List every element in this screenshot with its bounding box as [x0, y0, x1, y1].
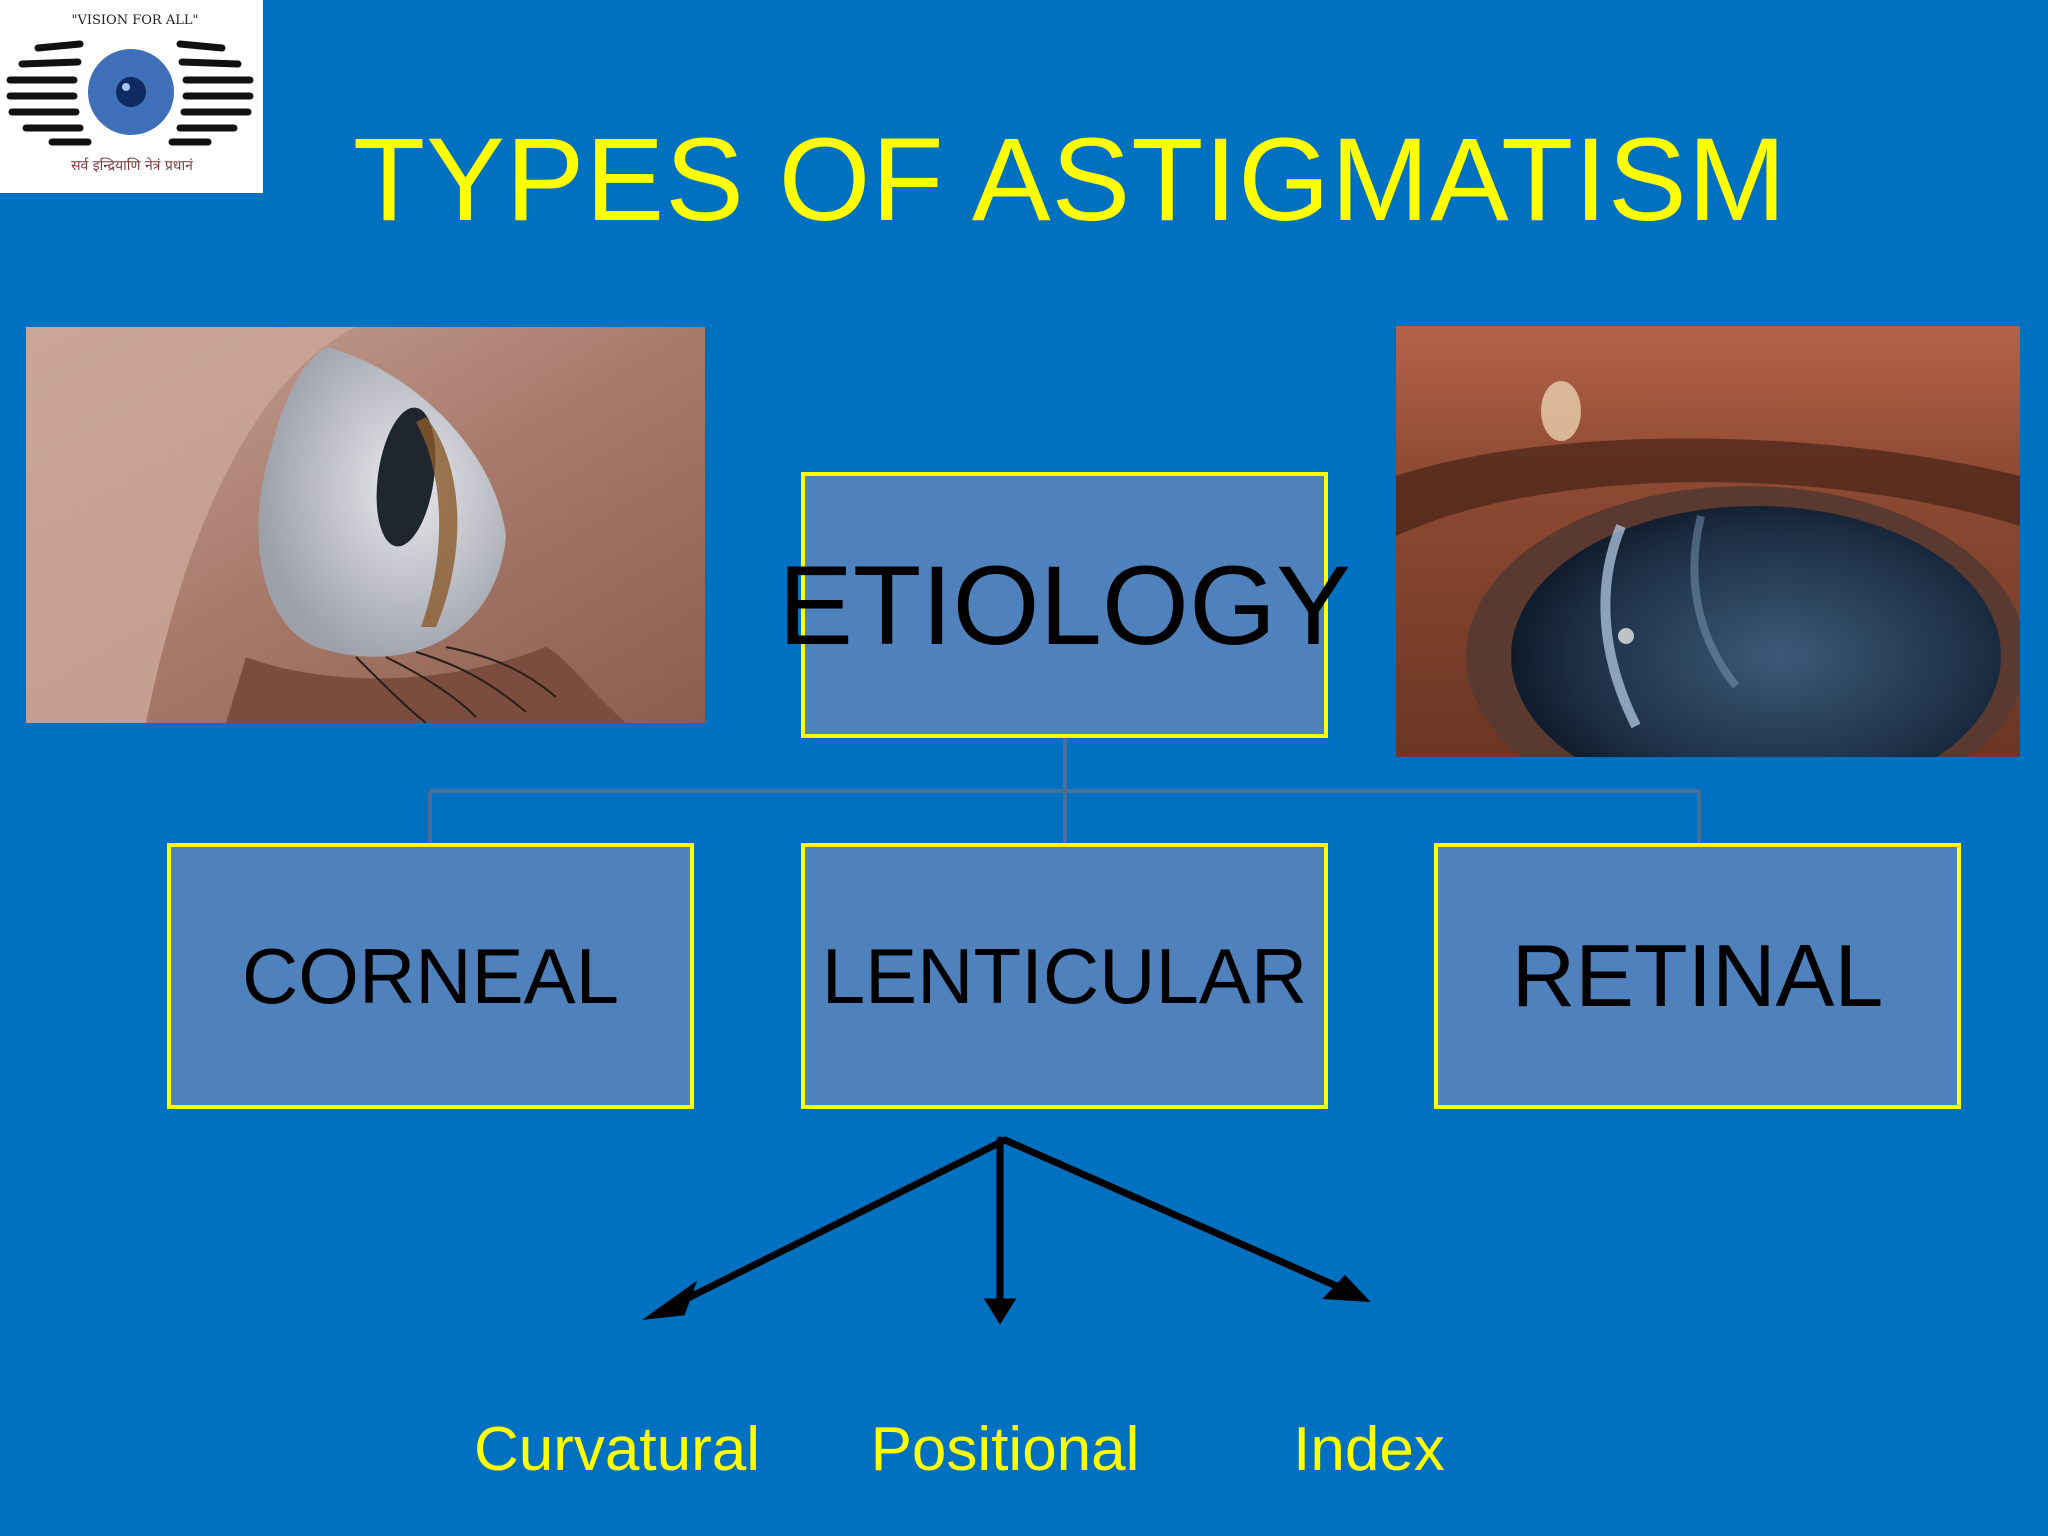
lenticular-label: LENTICULAR: [821, 931, 1308, 1020]
front-eye-photo: [1396, 326, 2020, 757]
corneal-label: CORNEAL: [241, 931, 620, 1020]
organization-logo: "VISION FOR ALL" सर्व इन्द्रियाणि नेत्रं…: [0, 0, 263, 193]
curvatural-label: Curvatural: [474, 1415, 760, 1484]
index-label: Index: [1293, 1415, 1445, 1484]
curvatural-arrow-head: [642, 1280, 698, 1320]
retinal-box: RETINAL: [1434, 843, 1961, 1109]
slide-title: TYPES OF ASTIGMATISM: [353, 114, 1787, 246]
logo-motto: "VISION FOR ALL": [72, 13, 199, 28]
logo-tagline: सर्व इन्द्रियाणि नेत्रं प्रधानं: [71, 157, 193, 174]
positional-arrow-head: [983, 1298, 1017, 1325]
lenticular-box: LENTICULAR: [801, 843, 1328, 1109]
etiology-box: ETIOLOGY: [778, 472, 1351, 738]
positional-label: Positional: [870, 1415, 1140, 1484]
index-arrow-head: [1322, 1274, 1371, 1303]
retinal-label: RETINAL: [1511, 926, 1884, 1025]
side-eye-photo: [26, 327, 705, 723]
index-arrow: [1001, 1136, 1354, 1296]
corneal-box: CORNEAL: [167, 843, 694, 1109]
etiology-label: ETIOLOGY: [778, 542, 1351, 668]
eye-logo-icon: "VISION FOR ALL" सर्व इन्द्रियाणि नेत्रं…: [6, 13, 254, 174]
curvatural-arrow: [666, 1136, 1009, 1311]
